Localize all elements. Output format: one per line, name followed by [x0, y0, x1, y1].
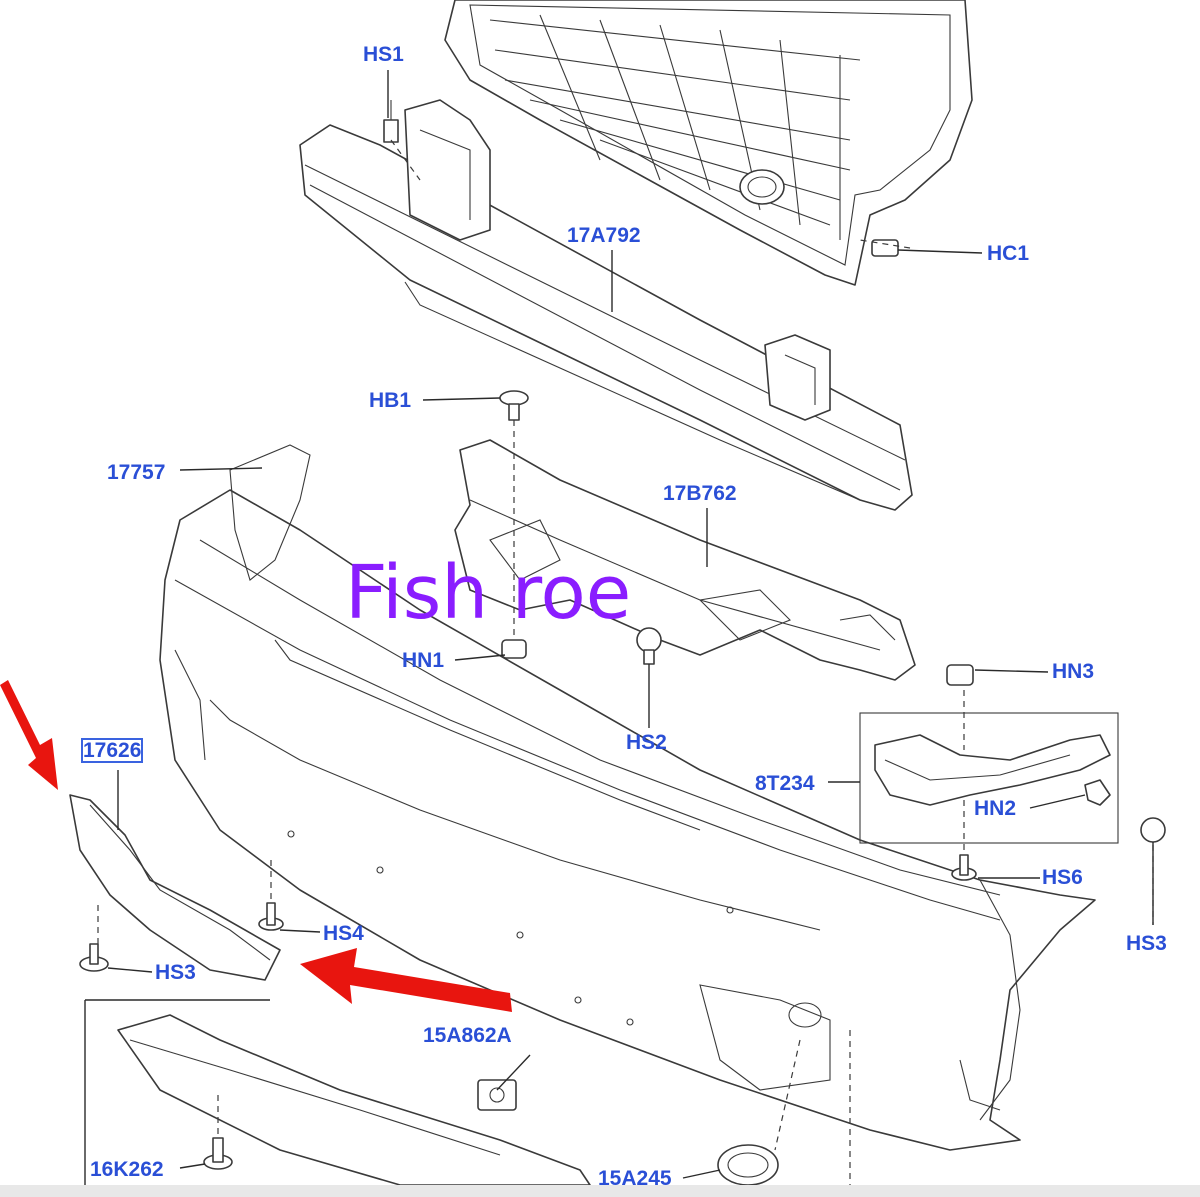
- callout-HS1: HS1: [363, 43, 404, 66]
- callout-8T234: 8T234: [755, 772, 815, 795]
- clip-HN1: [501, 639, 527, 659]
- clip-HB1: [499, 390, 529, 421]
- clip-HS3-left: [79, 943, 109, 972]
- clip-15A862A: [477, 1079, 517, 1111]
- center-red-arrow: [300, 948, 512, 1012]
- left-red-arrow: [0, 680, 58, 790]
- callout-HS3-left: HS3: [155, 961, 196, 984]
- deflector-17626-drawing: [69, 794, 281, 981]
- clip-HS6: [951, 854, 977, 881]
- clip-HS3-right: [1140, 817, 1166, 843]
- callout-HN3: HN3: [1052, 660, 1095, 683]
- bottom-scroll-strip: [0, 1185, 1200, 1197]
- callout-HS6: HS6: [1042, 866, 1083, 889]
- undertray-drawing: [117, 1014, 591, 1186]
- clip-HC1: [871, 239, 899, 257]
- leader-lines: [84, 70, 1154, 1185]
- mounting-bracket-drawing: [454, 439, 916, 681]
- callout-16K262: 16K262: [90, 1158, 164, 1181]
- clip-HS1: [383, 100, 399, 143]
- callout-HN1: HN1: [402, 649, 445, 672]
- callout-17626: 17626: [80, 738, 144, 763]
- bumper-cover-drawing: [159, 444, 1096, 1151]
- callout-HN2: HN2: [974, 797, 1017, 820]
- ring-15A245: [717, 1144, 779, 1186]
- callout-15A862A: 15A862A: [423, 1024, 512, 1047]
- watermark-text: Fish roe: [345, 550, 632, 636]
- crossmember-drawing: [299, 99, 913, 511]
- callout-HS3-right: HS3: [1126, 932, 1167, 955]
- bracket-8T234-drawing: [859, 712, 1119, 844]
- callout-17757: 17757: [107, 461, 166, 484]
- callout-17B762: 17B762: [663, 482, 737, 505]
- clip-HS4: [258, 902, 284, 931]
- callout-HC1: HC1: [987, 242, 1030, 265]
- clip-HS2: [636, 627, 662, 665]
- callout-17A792: 17A792: [567, 224, 641, 247]
- fasteners: [79, 100, 1166, 1186]
- callout-HS2: HS2: [626, 731, 667, 754]
- callout-15A245: 15A245: [598, 1167, 672, 1190]
- clip-HN3: [946, 664, 974, 686]
- callout-HS4: HS4: [323, 922, 364, 945]
- callout-HB1: HB1: [369, 389, 412, 412]
- red-arrows: [0, 680, 512, 1012]
- grille-drawing: [444, 0, 973, 286]
- clip-16K262: [203, 1137, 233, 1170]
